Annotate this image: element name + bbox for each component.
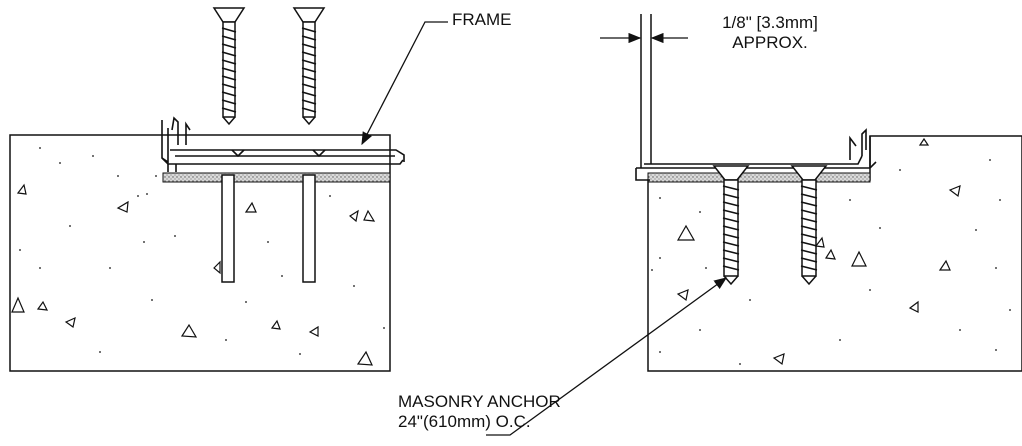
aggregate-triangle-icon <box>772 353 785 366</box>
aggregate-triangle-icon <box>348 209 359 223</box>
aggregate-triangle-icon <box>676 289 689 302</box>
aggregate-triangle-icon <box>824 248 836 260</box>
aggregate-triangle-icon <box>244 201 257 213</box>
right-frame-profile <box>635 128 877 181</box>
left-aggregate <box>11 183 376 366</box>
gap-dimension-note: APPROX. <box>732 33 808 52</box>
aggregate-triangle-icon <box>308 325 319 337</box>
right-aggregate <box>676 137 961 366</box>
aggregate-triangle-icon <box>180 323 198 338</box>
aggregate-triangle-icon <box>938 259 951 271</box>
anchor-name: MASONRY ANCHOR <box>398 392 561 411</box>
aggregate-triangle-icon <box>814 236 825 248</box>
left-detail <box>9 7 448 372</box>
aggregate-triangle-icon <box>16 183 27 195</box>
left-aggregate-dots <box>19 147 385 355</box>
countersunk-screw-icon <box>292 7 326 126</box>
aggregate-triangle-icon <box>948 185 961 198</box>
aggregate-triangle-icon <box>116 200 129 213</box>
right-detail <box>486 14 1022 436</box>
aggregate-triangle-icon <box>676 224 696 241</box>
left-frame-profile <box>161 116 405 172</box>
aggregate-triangle-icon <box>363 209 376 222</box>
frame-leader-line <box>361 21 448 146</box>
aggregate-triangle-icon <box>918 137 930 146</box>
gap-dimension-value: 1/8" [3.3mm] <box>722 13 818 32</box>
left-anchor-hole-2 <box>302 174 316 283</box>
masonry-anchor-label: MASONRY ANCHOR 24"(610mm) O.C. <box>398 392 561 432</box>
aggregate-triangle-icon <box>64 316 76 329</box>
countersunk-screw-icon <box>212 7 246 126</box>
right-mortar-bed <box>647 172 871 183</box>
anchor-spacing: 24"(610mm) O.C. <box>398 412 531 431</box>
countersunk-screw-icon <box>790 165 828 286</box>
aggregate-triangle-icon <box>270 319 281 330</box>
right-aggregate-dots <box>651 159 1011 365</box>
aggregate-triangle-icon <box>36 300 49 311</box>
countersunk-screw-icon <box>712 165 750 286</box>
left-mortar-bed <box>162 172 391 183</box>
right-concrete-slab <box>647 135 1022 372</box>
aggregate-triangle-icon <box>356 350 373 366</box>
aggregate-triangle-icon <box>11 296 25 313</box>
aggregate-triangle-icon <box>213 260 221 275</box>
gap-dimension-label: 1/8" [3.3mm] APPROX. <box>700 13 840 53</box>
anchor-leader-line <box>486 277 728 436</box>
left-anchor-hole-1 <box>221 174 235 283</box>
aggregate-triangle-icon <box>851 250 867 267</box>
aggregate-triangle-icon <box>908 300 919 313</box>
left-concrete-slab <box>9 134 391 372</box>
frame-label: FRAME <box>452 10 512 29</box>
